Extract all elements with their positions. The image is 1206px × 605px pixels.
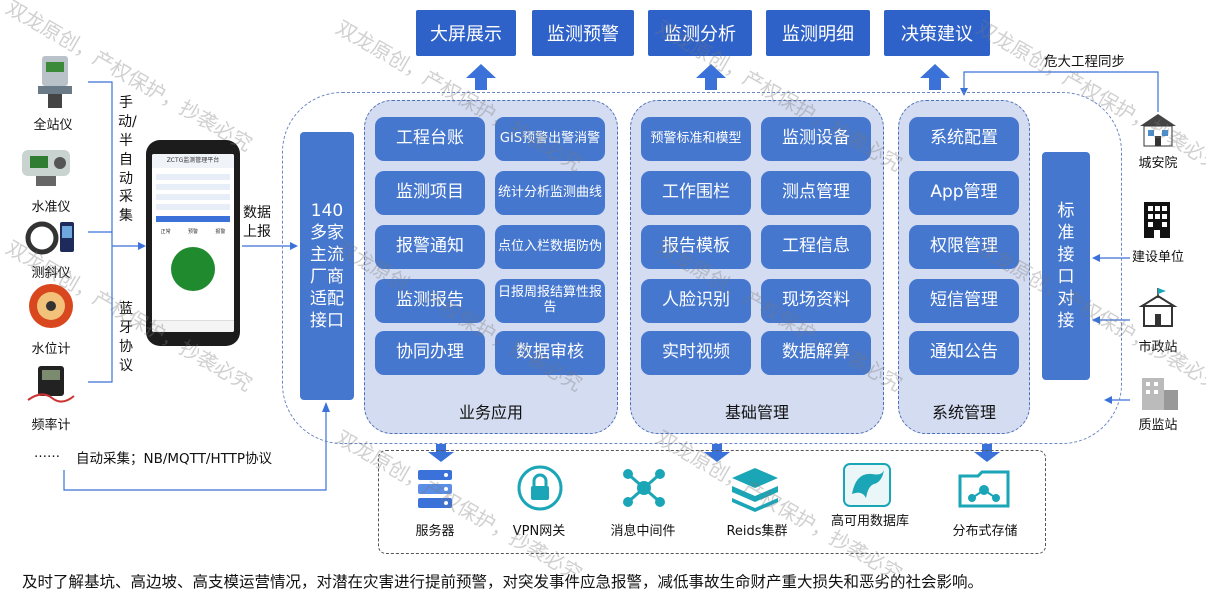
system-mgmt-panel: 系统配置 App管理 权限管理 短信管理 通知公告 系统管理 (898, 100, 1030, 434)
level-instrument-image (16, 138, 76, 192)
device-label: 水准仪 (31, 200, 71, 215)
tile-point-anti-fake: 点位入栏数据防伪 (495, 225, 605, 269)
tile-data-solve: 数据解算 (761, 331, 871, 375)
tile-system-config: 系统配置 (909, 117, 1019, 161)
tile-live-video: 实时视频 (641, 331, 751, 375)
top-output-4: 决策建议 (884, 10, 990, 56)
device-label: 频率计 (31, 418, 71, 433)
sync-label: 危大工程同步 (1044, 54, 1125, 70)
up-arrow-icon (920, 64, 950, 90)
infra-label: 服务器 (415, 524, 455, 539)
tile-app-mgmt: App管理 (909, 171, 1019, 215)
tile-warning-model: 预警标准和模型 (641, 117, 751, 161)
phone-pie-chart (171, 247, 215, 291)
down-arrow-icon (428, 444, 454, 462)
tile-gis-alert: GIS预警出警消警 (495, 117, 605, 161)
adapter-label: 140多家主流厂商适配接口 (310, 200, 344, 332)
device-label: 水位计 (31, 342, 71, 357)
top-output-0: 大屏展示 (416, 10, 516, 56)
construction-unit-icon (1140, 200, 1174, 240)
tile-monitoring-project: 监测项目 (375, 171, 485, 215)
down-arrow-icon (704, 444, 730, 462)
right-entity-label: 质监站 (1138, 418, 1178, 433)
infra-label: 高可用数据库 (830, 514, 909, 529)
tile-work-fence: 工作围栏 (641, 171, 751, 215)
tile-project-info: 工程信息 (761, 225, 871, 269)
base-mgmt-panel: 预警标准和模型 监测设备 工作围栏 测点管理 报告模板 工程信息 人脸识别 现场… (630, 100, 884, 434)
infra-label: Reids集群 (726, 524, 788, 539)
top-output-3: 监测明细 (766, 10, 870, 56)
vpn-gateway-icon (516, 464, 564, 512)
phone-legend-normal: 正常 (160, 229, 171, 235)
phone-legend-alarm: 报警 (215, 229, 226, 235)
city-safety-institute-icon (1136, 110, 1180, 150)
device-label: 测斜仪 (31, 266, 71, 281)
tile-monitoring-report: 监测报告 (375, 279, 485, 323)
tile-monitoring-device: 监测设备 (761, 117, 871, 161)
infra-label: 分布式存储 (952, 524, 1018, 539)
tile-sms-mgmt: 短信管理 (909, 279, 1019, 323)
up-arrow-icon (696, 64, 726, 90)
distributed-storage-icon (956, 466, 1012, 512)
tile-report-template: 报告模板 (641, 225, 751, 269)
bluetooth-label: 蓝牙协议 (119, 301, 133, 374)
device-label: 全站仪 (33, 118, 73, 133)
tile-daily-report: 日报周报结算性报告 (495, 279, 605, 323)
redis-cluster-icon (728, 464, 782, 512)
infra-label: VPN网关 (512, 524, 566, 539)
inclinometer-image (22, 216, 80, 260)
right-entity-label: 城安院 (1138, 156, 1178, 171)
tile-collaboration: 协同办理 (375, 331, 485, 375)
standard-interface-bar: 标准接口对接 (1042, 152, 1090, 380)
server-icon (412, 466, 458, 512)
tile-data-audit: 数据审核 (495, 331, 605, 375)
phone-frame: ZCTG监测管理平台 正常 预警 报警 (146, 140, 240, 346)
phone-header: ZCTG监测管理平台 (152, 154, 234, 168)
municipal-station-icon (1138, 286, 1178, 330)
auto-collect-label: 自动采集；NB/MQTT/HTTP协议 (76, 451, 273, 467)
phone-screen: ZCTG监测管理平台 正常 预警 报警 (152, 154, 234, 332)
quality-station-icon (1138, 372, 1180, 412)
footer-text: 及时了解基坑、高边坡、高支模运营情况，对潜在灾害进行提前预警，对突发事件应急报警… (22, 573, 984, 591)
tile-point-mgmt: 测点管理 (761, 171, 871, 215)
business-app-panel: 工程台账 GIS预警出警消警 监测项目 统计分析监测曲线 报警通知 点位入栏数据… (364, 100, 618, 434)
adapter-interface-bar: 140多家主流厂商适配接口 (300, 132, 354, 400)
phone-legend-warning: 预警 (187, 229, 198, 235)
tile-alarm-notice: 报警通知 (375, 225, 485, 269)
up-arrow-icon (466, 64, 496, 90)
tile-notice: 通知公告 (909, 331, 1019, 375)
top-output-2: 监测分析 (648, 10, 752, 56)
business-app-title: 业务应用 (458, 403, 523, 422)
tile-stat-analysis: 统计分析监测曲线 (495, 171, 605, 215)
ha-database-icon (842, 462, 892, 508)
std-interface-label: 标准接口对接 (1057, 200, 1075, 332)
tile-project-ledger: 工程台账 (375, 117, 485, 161)
down-arrow-icon (974, 444, 1000, 462)
water-level-meter-image (24, 280, 78, 332)
total-station-image (28, 52, 82, 110)
right-entity-label: 建设单位 (1131, 250, 1184, 265)
manual-collect-label: 手动/半自动采集 (118, 95, 137, 225)
system-mgmt-title: 系统管理 (931, 403, 996, 422)
devices-more: …… (34, 446, 60, 461)
tile-site-materials: 现场资料 (761, 279, 871, 323)
right-entity-label: 市政站 (1138, 340, 1178, 355)
infra-label: 消息中间件 (610, 524, 676, 539)
data-upload-label: 数据上报 (243, 205, 271, 240)
message-middleware-icon (620, 464, 668, 512)
infrastructure-container (378, 450, 1046, 554)
tile-face-recognition: 人脸识别 (641, 279, 751, 323)
platform-container (282, 92, 1122, 444)
base-mgmt-title: 基础管理 (724, 403, 789, 422)
top-output-1: 监测预警 (532, 10, 634, 56)
frequency-meter-image (22, 360, 78, 406)
tile-permission-mgmt: 权限管理 (909, 225, 1019, 269)
